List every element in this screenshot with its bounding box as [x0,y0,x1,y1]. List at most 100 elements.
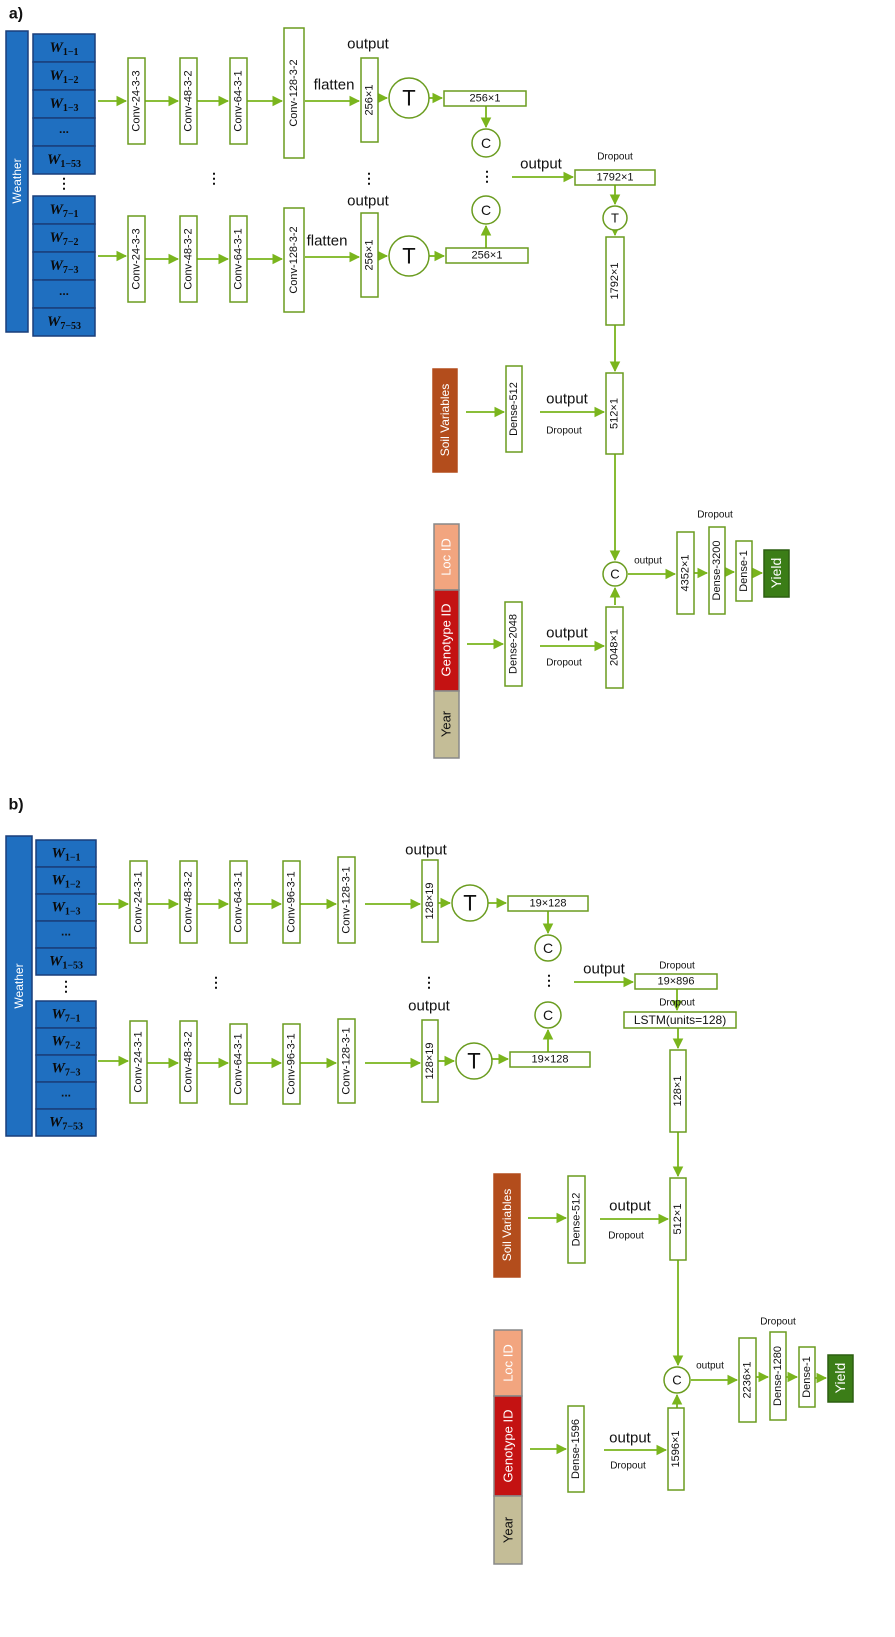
panel-b-loc-label: Loc ID [501,1344,516,1382]
panel-b-gen-dense [567,1405,585,1493]
panel-b-conv-bottom-2 [179,1020,198,1104]
panel-b-soil-vec-label: 512×1 [672,1204,684,1235]
panel-b-weather-bar [5,835,33,1137]
panel-b-soil-vec [669,1177,687,1261]
panel-a-concat-vec [574,169,656,186]
panel-a-week-cell-g2-2 [32,251,96,281]
panel-a-genotype-label: Genotype ID [439,604,454,677]
panel-b-yield-box [827,1354,854,1403]
panel-b-conv-top-4-label: Conv-96-3-1 [286,871,298,932]
panel-b-lstm [623,1011,737,1029]
panel-a-final-vec-label: 4352×1 [680,554,692,591]
panel-a-output-concat: output [520,156,563,173]
panel-b-out-vec-bottom-label: 128×19 [424,1042,436,1079]
panel-b-concat-top-label: C [543,940,553,956]
panel-a-after-T-vec [605,236,625,326]
panel-a-output-final: output [634,556,662,567]
panel-a-yield-label: Yield [768,558,784,589]
panel-a-concat-vdots: ⋮ [480,168,494,184]
panel-b-transpose-bottom [455,1042,493,1080]
panel-b-dropout-concat: Dropout [659,961,695,972]
panel-b-conv-bottom-3-label: Conv-64-3-1 [233,1033,245,1094]
panel-b-gen-vec [667,1407,685,1491]
panel-b-trans-vec-bottom-label: 19×128 [531,1054,568,1066]
panel-b-concat-vec [634,973,718,990]
panel-b-out-vdots: ⋮ [422,974,436,990]
panel-a-concat-bottom [471,195,501,225]
panel-b-gen-vec-label: 1596×1 [670,1430,682,1467]
panel-b-conv-bottom-5-label: Conv-128-3-1 [341,1027,353,1094]
panel-a-conv-top-3 [229,57,248,145]
panel-b-week-cell-g1-4 [35,947,97,976]
panel-a-final-vec [676,531,695,615]
panel-b-conv-top-5-label: Conv-128-3-1 [341,866,353,933]
panel-b-week-cell-g1-1 [35,866,97,895]
panel-b-dense-1-label: Dense-1 [801,1356,813,1398]
panel-a-transpose-2 [602,205,628,231]
panel-b-output-concat: output [583,961,626,978]
panel-a-soil-vec [605,372,624,455]
panel-a-gen-vec-label: 2048×1 [609,629,621,666]
panel-b-conv-top-3-label: Conv-64-3-1 [233,871,245,932]
panel-b-conv-top-1-label: Conv-24-3-1 [133,871,145,932]
panel-a-flatten-vec-top-label: 256×1 [364,85,376,116]
panel-a-week-cell-g1-label-3: ... [59,122,69,136]
panel-a-weather-label: Weather [10,158,24,203]
panel-a-year-label: Year [439,710,454,737]
panel-a-output-gen: output [546,625,589,642]
panel-b-conv-bottom-1 [129,1020,148,1104]
panel-b-week-cell-g1-0 [35,839,97,868]
panel-a-conv-bottom-4 [283,207,305,313]
panel-b-weather-label: Weather [12,963,26,1008]
panel-b-week-cell-g1-2 [35,893,97,922]
panel-a-soil-vec-label: 512×1 [609,398,621,429]
panel-b-week-cell-g2-2 [35,1054,97,1083]
panel-a-flatten-label-bottom: flatten [307,233,348,250]
panel-a-week-cell-g1-4 [32,145,96,175]
panel-b-lstm-vec-label: 128×1 [672,1076,684,1107]
panel-a-yield-box [763,549,790,598]
panel-a-week-cell-g2-1 [32,223,96,253]
panel-a-week-cell-g2-3 [32,279,96,309]
panel-a-dropout-gen: Dropout [546,658,582,669]
connection-arrows [98,92,828,1456]
panel-b-week-cell-g2-label-3: ... [61,1086,71,1100]
panel-b-dropout-soil: Dropout [608,1231,644,1242]
panel-a-week-cell-g1-1 [32,61,96,91]
panel-a-conv-bottom-3-label: Conv-64-3-1 [233,228,245,289]
panel-b-output-soil: output [609,1198,652,1215]
panel-b-week-cell-g2-4 [35,1108,97,1137]
panel-b-conv-top-1 [129,860,148,944]
panel-b-trans-vec-bottom [509,1051,591,1068]
panel-b-final-dense [769,1331,787,1421]
panel-b-soil-dense [567,1175,586,1264]
panel-a-label: a) [9,6,23,23]
panel-b-conv-bottom-5 [337,1018,356,1104]
panel-a-week-cell-g1-2 [32,89,96,119]
panel-a-week-cell-g2-4 [32,307,96,337]
panel-b-week-cell-g1-3 [35,920,97,949]
panel-a-dense-1-label: Dense-1 [738,550,750,592]
panel-a-flatten-label-top: flatten [314,77,355,94]
panel-a-conv-top-1-label: Conv-24-3-3 [131,70,143,131]
panel-a-concat-vec-label: 1792×1 [596,172,633,184]
panel-a-transpose-top [388,77,430,119]
panel-b-conv-bottom-4 [282,1023,301,1105]
panel-a-conv-bottom-1-label: Conv-24-3-3 [131,228,143,289]
panel-a-final-dense [708,526,726,615]
panel-b-lstm-label: LSTM(units=128) [634,1013,726,1027]
panel-b-output-top: output [405,842,448,859]
panel-b-conv-top-5 [337,856,356,944]
panel-b-transpose-bottom-label: T [467,1049,480,1074]
panel-a-transpose-bottom-label: T [402,244,415,269]
panel-b-label: b) [8,797,23,814]
panel-a-week-cell-g1-0 [32,33,96,63]
panel-a-transpose-top-label: T [402,86,415,111]
panel-b-conv-bottom-2-label: Conv-48-3-2 [183,1031,195,1092]
panel-b-conv-bottom-4-label: Conv-96-3-1 [286,1033,298,1094]
panel-b-conv-bottom-3 [229,1023,248,1105]
panel-b-out-vec-top [421,859,439,943]
panel-b-conv-top-2 [179,860,198,944]
panel-a-weather-bar [5,30,29,333]
panel-a-flatten-vec-top [360,57,379,143]
